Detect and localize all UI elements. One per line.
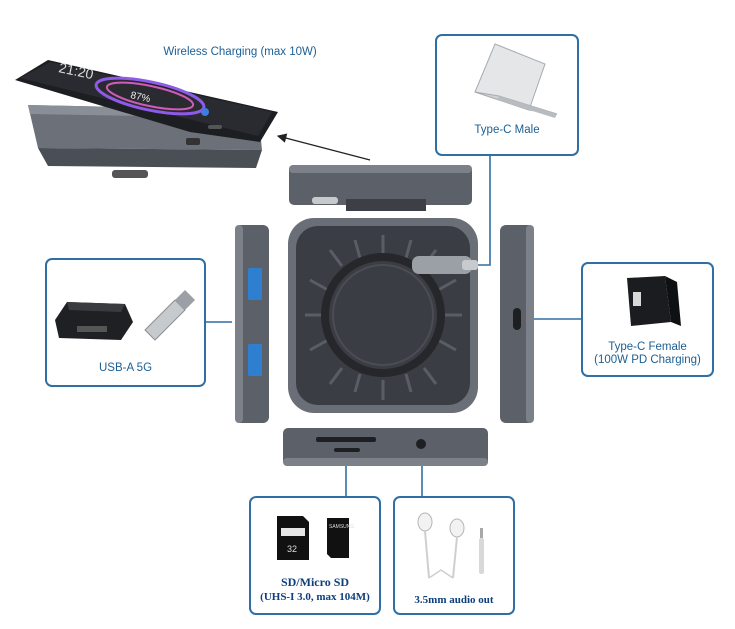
- sd-label-2: (UHS-I 3.0, max 104M): [260, 591, 370, 603]
- type-c-female-label-2: (100W PD Charging): [594, 354, 701, 366]
- type-c-male-label: Type-C Male: [474, 124, 540, 136]
- audio-box: 3.5mm audio out: [393, 496, 515, 615]
- type-c-male-box: Type-C Male: [435, 34, 579, 156]
- microsd-brand: SAMSUNG: [329, 524, 354, 530]
- audio-label: 3.5mm audio out: [414, 594, 494, 606]
- sd-box: 32 SAMSUNG SD/Micro SD (UHS-I 3.0, max 1…: [249, 496, 381, 615]
- usb-a-label: USB-A 5G: [98, 362, 153, 374]
- charger-icon: [627, 276, 681, 326]
- type-c-female-box: Type-C Female (100W PD Charging): [581, 262, 714, 377]
- usb-a-box: USB-A 5G: [45, 258, 206, 387]
- printer-flashdrive-icon: [55, 290, 195, 341]
- wireless-arrow: [276, 133, 371, 161]
- sd-label-1: SD/Micro SD: [280, 575, 350, 589]
- wireless-label: Wireless Charging (max 10W): [163, 46, 317, 58]
- type-c-male-leader: [478, 156, 491, 266]
- sd-capacity: 32: [287, 544, 297, 554]
- laptop-icon: [474, 43, 558, 118]
- type-c-female-label-1: Type-C Female: [608, 341, 687, 353]
- sd-cards-icon: 32 SAMSUNG: [277, 516, 354, 560]
- earphones-icon: [417, 512, 484, 579]
